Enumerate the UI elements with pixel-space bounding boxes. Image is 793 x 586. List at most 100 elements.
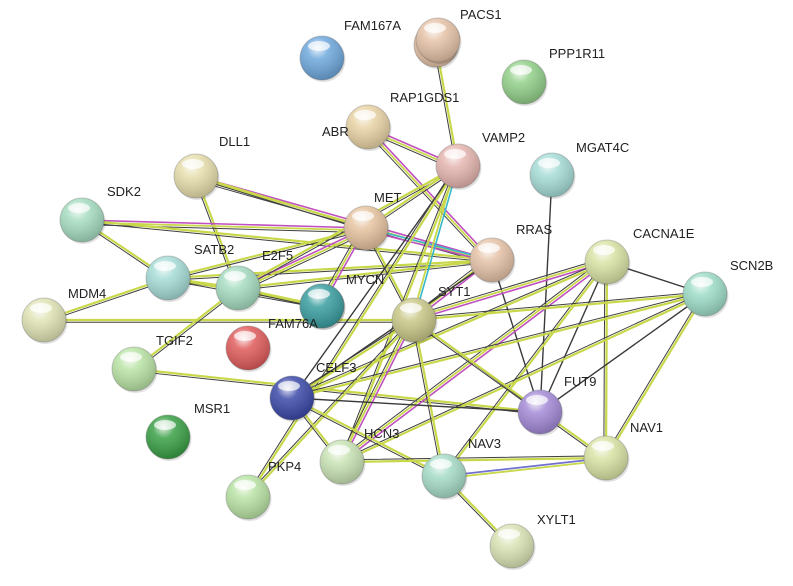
node-highlight	[154, 420, 176, 430]
node-highlight	[234, 331, 256, 341]
edge-nav3-nav1	[443, 457, 608, 480]
node-red[interactable]	[225, 325, 272, 372]
node-e2f5[interactable]: E2F5	[215, 248, 293, 312]
edge-strand	[81, 219, 367, 229]
edge-strand	[290, 396, 446, 478]
edge-syt1-nav3	[411, 318, 446, 478]
node-ppp1r11[interactable]: PPP1R11	[501, 46, 605, 106]
node-scn2b[interactable]: SCN2B	[682, 258, 773, 318]
node-xylt1[interactable]: XYLT1	[489, 512, 576, 570]
edge-strand	[539, 174, 553, 413]
node-cacna1e[interactable]: CACNA1E	[584, 226, 695, 286]
edge-vamp2-pkp4	[245, 164, 460, 499]
node-fam76a[interactable]: FAM76A	[268, 283, 346, 331]
edge-strand	[134, 289, 240, 372]
node-highlight	[430, 459, 452, 469]
node-highlight	[68, 203, 90, 213]
node-nav1[interactable]: NAV1	[583, 420, 663, 482]
node-satb2[interactable]: SATB2	[145, 242, 234, 302]
edge-cacna1e-syt1	[412, 257, 608, 321]
edge-strand	[441, 260, 606, 476]
node-mgat4c[interactable]: MGAT4C	[529, 140, 629, 199]
edge-strand	[290, 399, 444, 479]
edge-strand	[443, 457, 607, 477]
edge-strand	[290, 317, 414, 397]
edge-tgif2-fut9	[132, 367, 542, 415]
node-met[interactable]: MET	[343, 190, 402, 252]
node-msr1[interactable]: MSR1	[145, 401, 230, 461]
node-label-satb2: SATB2	[194, 242, 234, 257]
edge-strand	[340, 291, 705, 461]
edge-cacna1e-nav1	[603, 260, 609, 460]
edge-strand	[341, 455, 607, 461]
node-abr[interactable]: ABR	[322, 104, 392, 151]
edge-strand	[603, 292, 704, 458]
node-celf3[interactable]: CELF3	[269, 360, 356, 422]
node-highlight	[278, 381, 300, 391]
edge-strand	[412, 292, 707, 322]
node-rras[interactable]: RRAS	[469, 222, 552, 284]
node-label-met: MET	[374, 190, 402, 205]
node-label-dll1: DLL1	[219, 134, 250, 149]
edge-strand	[340, 456, 608, 464]
edge-scn2b-fut9	[539, 293, 706, 413]
edge-strand	[443, 459, 608, 480]
node-label-syt1: SYT1	[438, 284, 471, 299]
node-highlight	[328, 445, 350, 455]
node-sdk2[interactable]: SDK2	[59, 184, 141, 244]
edge-strand	[236, 258, 494, 290]
edge-strand	[412, 318, 446, 478]
edge-strand	[291, 397, 541, 413]
node-label-abr: ABR	[322, 124, 349, 139]
node-fut9[interactable]: FUT9	[517, 374, 597, 436]
edge-strand	[132, 367, 542, 414]
node-label-mgat4c: MGAT4C	[576, 140, 629, 155]
edge-strand	[341, 319, 415, 463]
edge-strand	[539, 261, 608, 413]
node-label-ppp1r11: PPP1R11	[549, 46, 605, 61]
node-highlight	[592, 441, 614, 451]
edge-dll1-met	[194, 174, 368, 231]
node-tgif2[interactable]: TGIF2	[111, 333, 193, 393]
edge-strand	[246, 318, 416, 499]
node-highlight	[308, 41, 330, 51]
node-nav3[interactable]: NAV3	[421, 436, 501, 500]
edge-strand	[290, 318, 416, 400]
node-highlight	[478, 243, 500, 253]
node-syt1[interactable]: SYT1	[391, 284, 471, 344]
edge-strand	[341, 261, 608, 463]
edge-strand	[604, 292, 707, 460]
edge-strand	[413, 291, 706, 319]
node-pkp4[interactable]: PKP4	[225, 459, 301, 521]
node-highlight	[510, 65, 532, 75]
edge-strand	[412, 318, 608, 460]
node-label-pkp4: PKP4	[268, 459, 301, 474]
edge-syt1-celf3	[290, 317, 416, 400]
edge-strand	[412, 258, 608, 319]
node-highlight	[498, 529, 520, 539]
node-hcn3[interactable]: HCN3	[319, 426, 399, 486]
node-fam167a[interactable]: FAM167A	[299, 18, 401, 82]
edge-strand	[168, 229, 368, 281]
edge-e2f5-rras	[236, 258, 494, 291]
node-rap1gds1[interactable]: RAP1GDS1	[390, 17, 462, 105]
node-mdm4[interactable]: MDM4	[21, 286, 106, 344]
node-label-rap1gds1: RAP1GDS1	[390, 90, 459, 105]
edge-strand	[412, 321, 606, 461]
node-highlight	[538, 158, 560, 168]
edge-abr-rras	[364, 126, 493, 264]
node-label-mycn: MYCN	[346, 272, 384, 287]
edge-strand	[245, 317, 413, 496]
edge-cacna1e-nav3	[441, 260, 609, 478]
node-highlight	[352, 211, 374, 221]
edge-strand	[81, 224, 367, 234]
node-vamp2[interactable]: VAMP2	[435, 130, 525, 190]
node-label-mdm4: MDM4	[68, 286, 106, 301]
edge-strand	[290, 259, 607, 397]
node-dll1[interactable]: DLL1	[173, 134, 250, 200]
node-label-msr1: MSR1	[194, 401, 230, 416]
edge-strand	[237, 227, 367, 289]
edge-syt1-nav1	[412, 318, 608, 461]
